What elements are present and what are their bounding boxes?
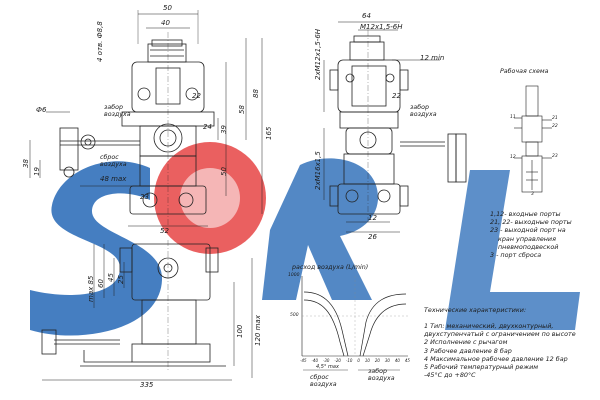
spec-line: 4 Максимальное рабочее давление 12 бар — [424, 354, 568, 363]
spec-line: -45°С до +80°С — [424, 371, 476, 380]
valve-side-view — [323, 21, 467, 233]
graph-x-tick: 20 — [374, 358, 380, 363]
dim-width-40: 40 — [161, 19, 170, 27]
specs-title: Технические характеристики: — [424, 306, 527, 314]
port-22-right: 22 — [392, 92, 401, 100]
valve-bottom-view — [41, 240, 253, 381]
valve-front-view — [29, 10, 263, 227]
dim-port-diameter: Ф6 — [36, 106, 47, 114]
dim-height-19: 19 — [33, 167, 41, 176]
dim-height-165: 165 — [265, 126, 273, 140]
graph-x-tick: -30 — [322, 358, 330, 363]
legend-line: пневмоподвеской — [498, 242, 559, 251]
air-flow-graph — [301, 276, 408, 371]
spec-line: двухступенчатый с ограничением по высоте — [424, 330, 576, 339]
dim-width-335: 335 — [140, 381, 154, 389]
graph-x-tick: -45 — [300, 358, 307, 363]
port-legend: 1,12- входные порты 21, 22- выходные пор… — [490, 210, 572, 259]
label-air-exhaust-left: сброс воздуха — [100, 154, 127, 168]
dim-60: 60 — [97, 279, 105, 288]
graph-exhaust-label: сброс воздуха — [310, 374, 337, 388]
dim-26: 26 — [368, 233, 377, 241]
graph-x-tick: -10 — [345, 358, 353, 363]
legend-line: кран управления — [498, 234, 556, 243]
graph-x-tick: 0 — [357, 358, 360, 363]
technical-specs: 1 Тип: механический, двухконтурный, двух… — [424, 322, 576, 379]
label-air-intake-left: забор воздуха — [104, 104, 131, 118]
legend-line: 3 - порт сброса — [490, 251, 542, 260]
dim-width-52: 52 — [160, 227, 169, 235]
scheme-port-22: 22 — [552, 124, 558, 129]
working-scheme — [514, 85, 552, 193]
dim-12: 12 — [368, 214, 377, 222]
dim-max-85: max 85 — [87, 275, 95, 302]
graph-angle-label: 4,5° max — [316, 364, 339, 370]
spec-line: 1 Тип: механический, двухконтурный, — [424, 322, 554, 330]
dim-height-38: 38 — [22, 159, 30, 168]
port-23-left: 23 — [140, 193, 149, 201]
graph-x-tick: 10 — [364, 358, 370, 363]
graph-intake-label: забор воздуха — [368, 368, 395, 382]
dim-height-39: 39 — [220, 125, 228, 134]
dim-width-48-max: 48 max — [100, 175, 127, 183]
dim-25: 25 — [117, 275, 125, 284]
dim-angle-24: 24 — [203, 123, 212, 131]
dim-thread-2xm12: 2хМ12х1,5-6Н — [314, 28, 322, 80]
graph-x-tick: 30 — [384, 358, 390, 363]
graph-x-tick: 45 — [404, 358, 410, 363]
label-air-intake-right: забор воздуха — [410, 104, 437, 118]
legend-line: 1,12- входные порты — [490, 210, 561, 218]
scheme-port-12: 12 — [510, 155, 516, 160]
graph-y-tick-1000: 1000 — [288, 273, 300, 278]
graph-x-tick: 40 — [394, 358, 400, 363]
watermark-logo — [30, 142, 580, 336]
graph-x-ticks: -45 -40 -30 -20 -10 0 10 20 30 40 45 — [300, 358, 410, 363]
graph-title: расход воздуха (L/min) — [292, 264, 369, 271]
dim-120-max: 120 max — [254, 315, 262, 346]
spec-line: 2 Исполнение с рычагом — [424, 338, 508, 347]
dim-width-50: 50 — [163, 4, 172, 12]
dim-hole-count: 4 отв. Ф8,8 — [96, 21, 104, 62]
legend-line: 23 - выходной порт на — [490, 226, 566, 235]
dim-45: 45 — [107, 273, 115, 282]
dim-12-min: 12 min — [420, 54, 445, 62]
port-22-left: 22 — [192, 92, 201, 100]
scheme-port-3: 3 — [531, 192, 534, 197]
graph-x-tick: -40 — [311, 358, 319, 363]
spec-line: 5 Рабочий температурный режим — [424, 363, 539, 372]
scheme-port-11: 11 — [510, 115, 516, 120]
dim-thread-m12: М12х1,5-6Н — [360, 23, 403, 31]
dim-width-64: 64 — [362, 12, 371, 20]
scheme-port-23: 23 — [552, 154, 558, 159]
graph-y-tick-500: 500 — [290, 313, 299, 318]
legend-line: 21, 22- выходные порты — [490, 218, 572, 227]
dim-thread-2xm16: 2хМ16х1,5 — [314, 151, 322, 190]
graph-x-tick: -20 — [334, 358, 341, 363]
scheme-title: Рабочая схема — [500, 68, 549, 75]
spec-line: 3 Рабочее давление 8 бар — [424, 346, 512, 355]
dim-height-58: 58 — [238, 105, 246, 114]
scheme-port-21: 21 — [552, 116, 558, 121]
dim-height-88: 88 — [252, 89, 260, 98]
dim-height-50: 50 — [220, 167, 228, 176]
dim-100: 100 — [236, 324, 244, 338]
